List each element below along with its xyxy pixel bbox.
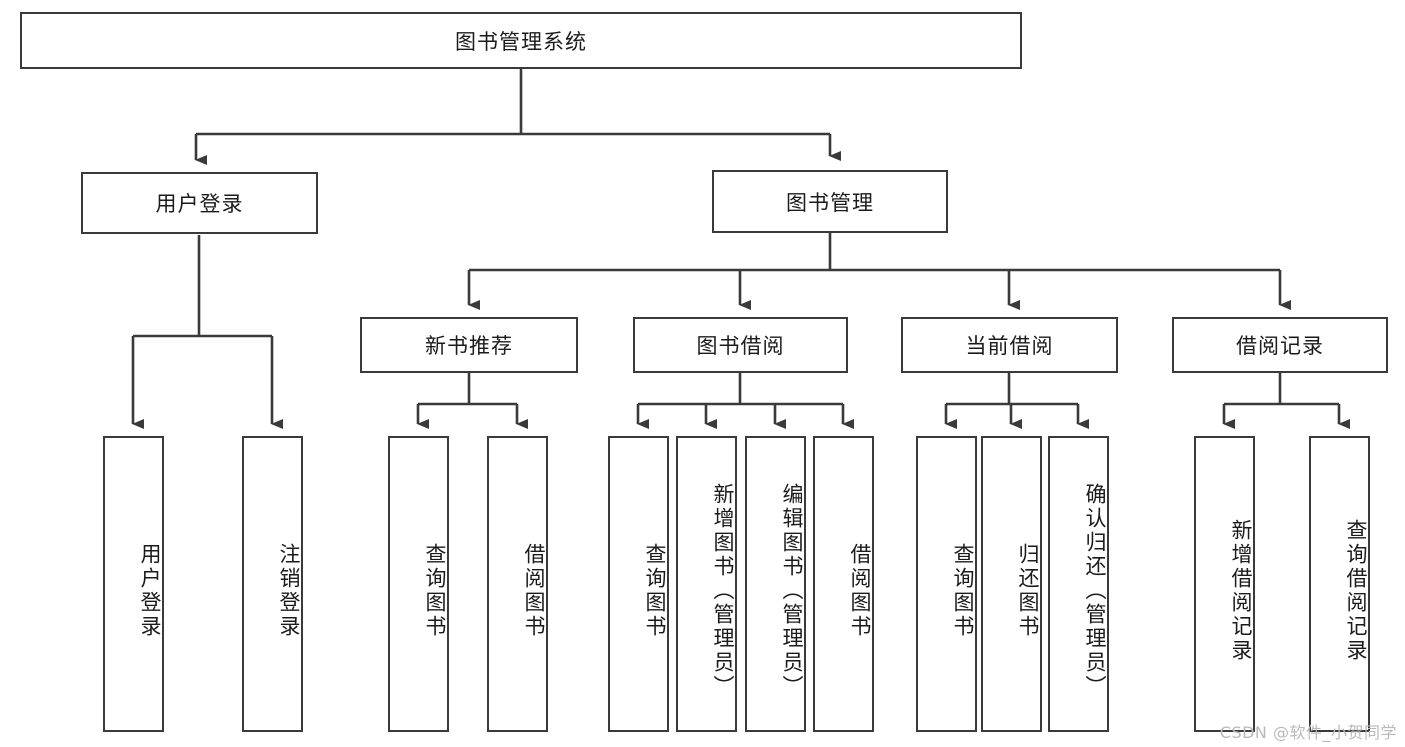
node-new-book-recommend[interactable]: 新书推荐 — [360, 317, 578, 373]
node-label: 当前借阅 — [965, 334, 1054, 358]
leaf-add-borrow-record[interactable]: 新增借阅记录 — [1194, 436, 1255, 732]
node-label: 图书管理 — [786, 190, 874, 215]
node-book-management-system[interactable]: 图书管理系统 — [20, 12, 1022, 69]
node-user-login[interactable]: 用户登录 — [81, 172, 318, 234]
node-label: 归还图书 — [1016, 543, 1040, 639]
node-label: 新增借阅记录 — [1229, 519, 1253, 663]
node-label: 查询图书 — [423, 543, 447, 639]
leaf-query-book-borrow[interactable]: 查询图书 — [608, 436, 669, 732]
leaf-logout[interactable]: 注销登录 — [242, 436, 303, 732]
node-label: 注销登录 — [277, 543, 301, 639]
leaf-confirm-return[interactable]: 确认归还（管理员） — [1048, 436, 1109, 732]
node-label: 用户登录 — [155, 192, 244, 216]
node-label: 新书推荐 — [425, 334, 513, 358]
node-label: 查询图书 — [643, 543, 667, 639]
leaf-query-book-current[interactable]: 查询图书 — [916, 436, 977, 732]
node-label: 查询借阅记录 — [1344, 519, 1368, 663]
leaf-user-login[interactable]: 用户登录 — [103, 436, 164, 732]
node-borrow-record[interactable]: 借阅记录 — [1172, 317, 1388, 373]
leaf-query-book-recommend[interactable]: 查询图书 — [388, 436, 449, 732]
node-label: 借阅图书 — [848, 543, 872, 639]
node-label: 确认归还（管理员） — [1083, 483, 1107, 699]
leaf-return-book[interactable]: 归还图书 — [981, 436, 1042, 732]
node-book-borrow[interactable]: 图书借阅 — [633, 317, 848, 373]
node-label: 借阅图书 — [522, 543, 546, 639]
leaf-add-book[interactable]: 新增图书（管理员） — [676, 436, 737, 732]
leaf-borrow-book[interactable]: 借阅图书 — [813, 436, 874, 732]
node-book-manage[interactable]: 图书管理 — [712, 170, 948, 233]
node-label: 图书管理系统 — [455, 29, 587, 54]
node-label: 编辑图书（管理员） — [780, 483, 804, 699]
node-label: 图书借阅 — [696, 334, 785, 358]
leaf-query-borrow-record[interactable]: 查询借阅记录 — [1309, 436, 1370, 732]
node-label: 用户登录 — [138, 543, 162, 639]
node-label: 借阅记录 — [1236, 334, 1324, 358]
node-current-borrow[interactable]: 当前借阅 — [901, 317, 1118, 373]
node-label: 查询图书 — [951, 543, 975, 639]
node-label: 新增图书（管理员） — [711, 483, 735, 699]
watermark-text: CSDN @软件_小贺同学 — [1219, 723, 1397, 742]
leaf-edit-book[interactable]: 编辑图书（管理员） — [745, 436, 806, 732]
leaf-borrow-book-recommend[interactable]: 借阅图书 — [487, 436, 548, 732]
